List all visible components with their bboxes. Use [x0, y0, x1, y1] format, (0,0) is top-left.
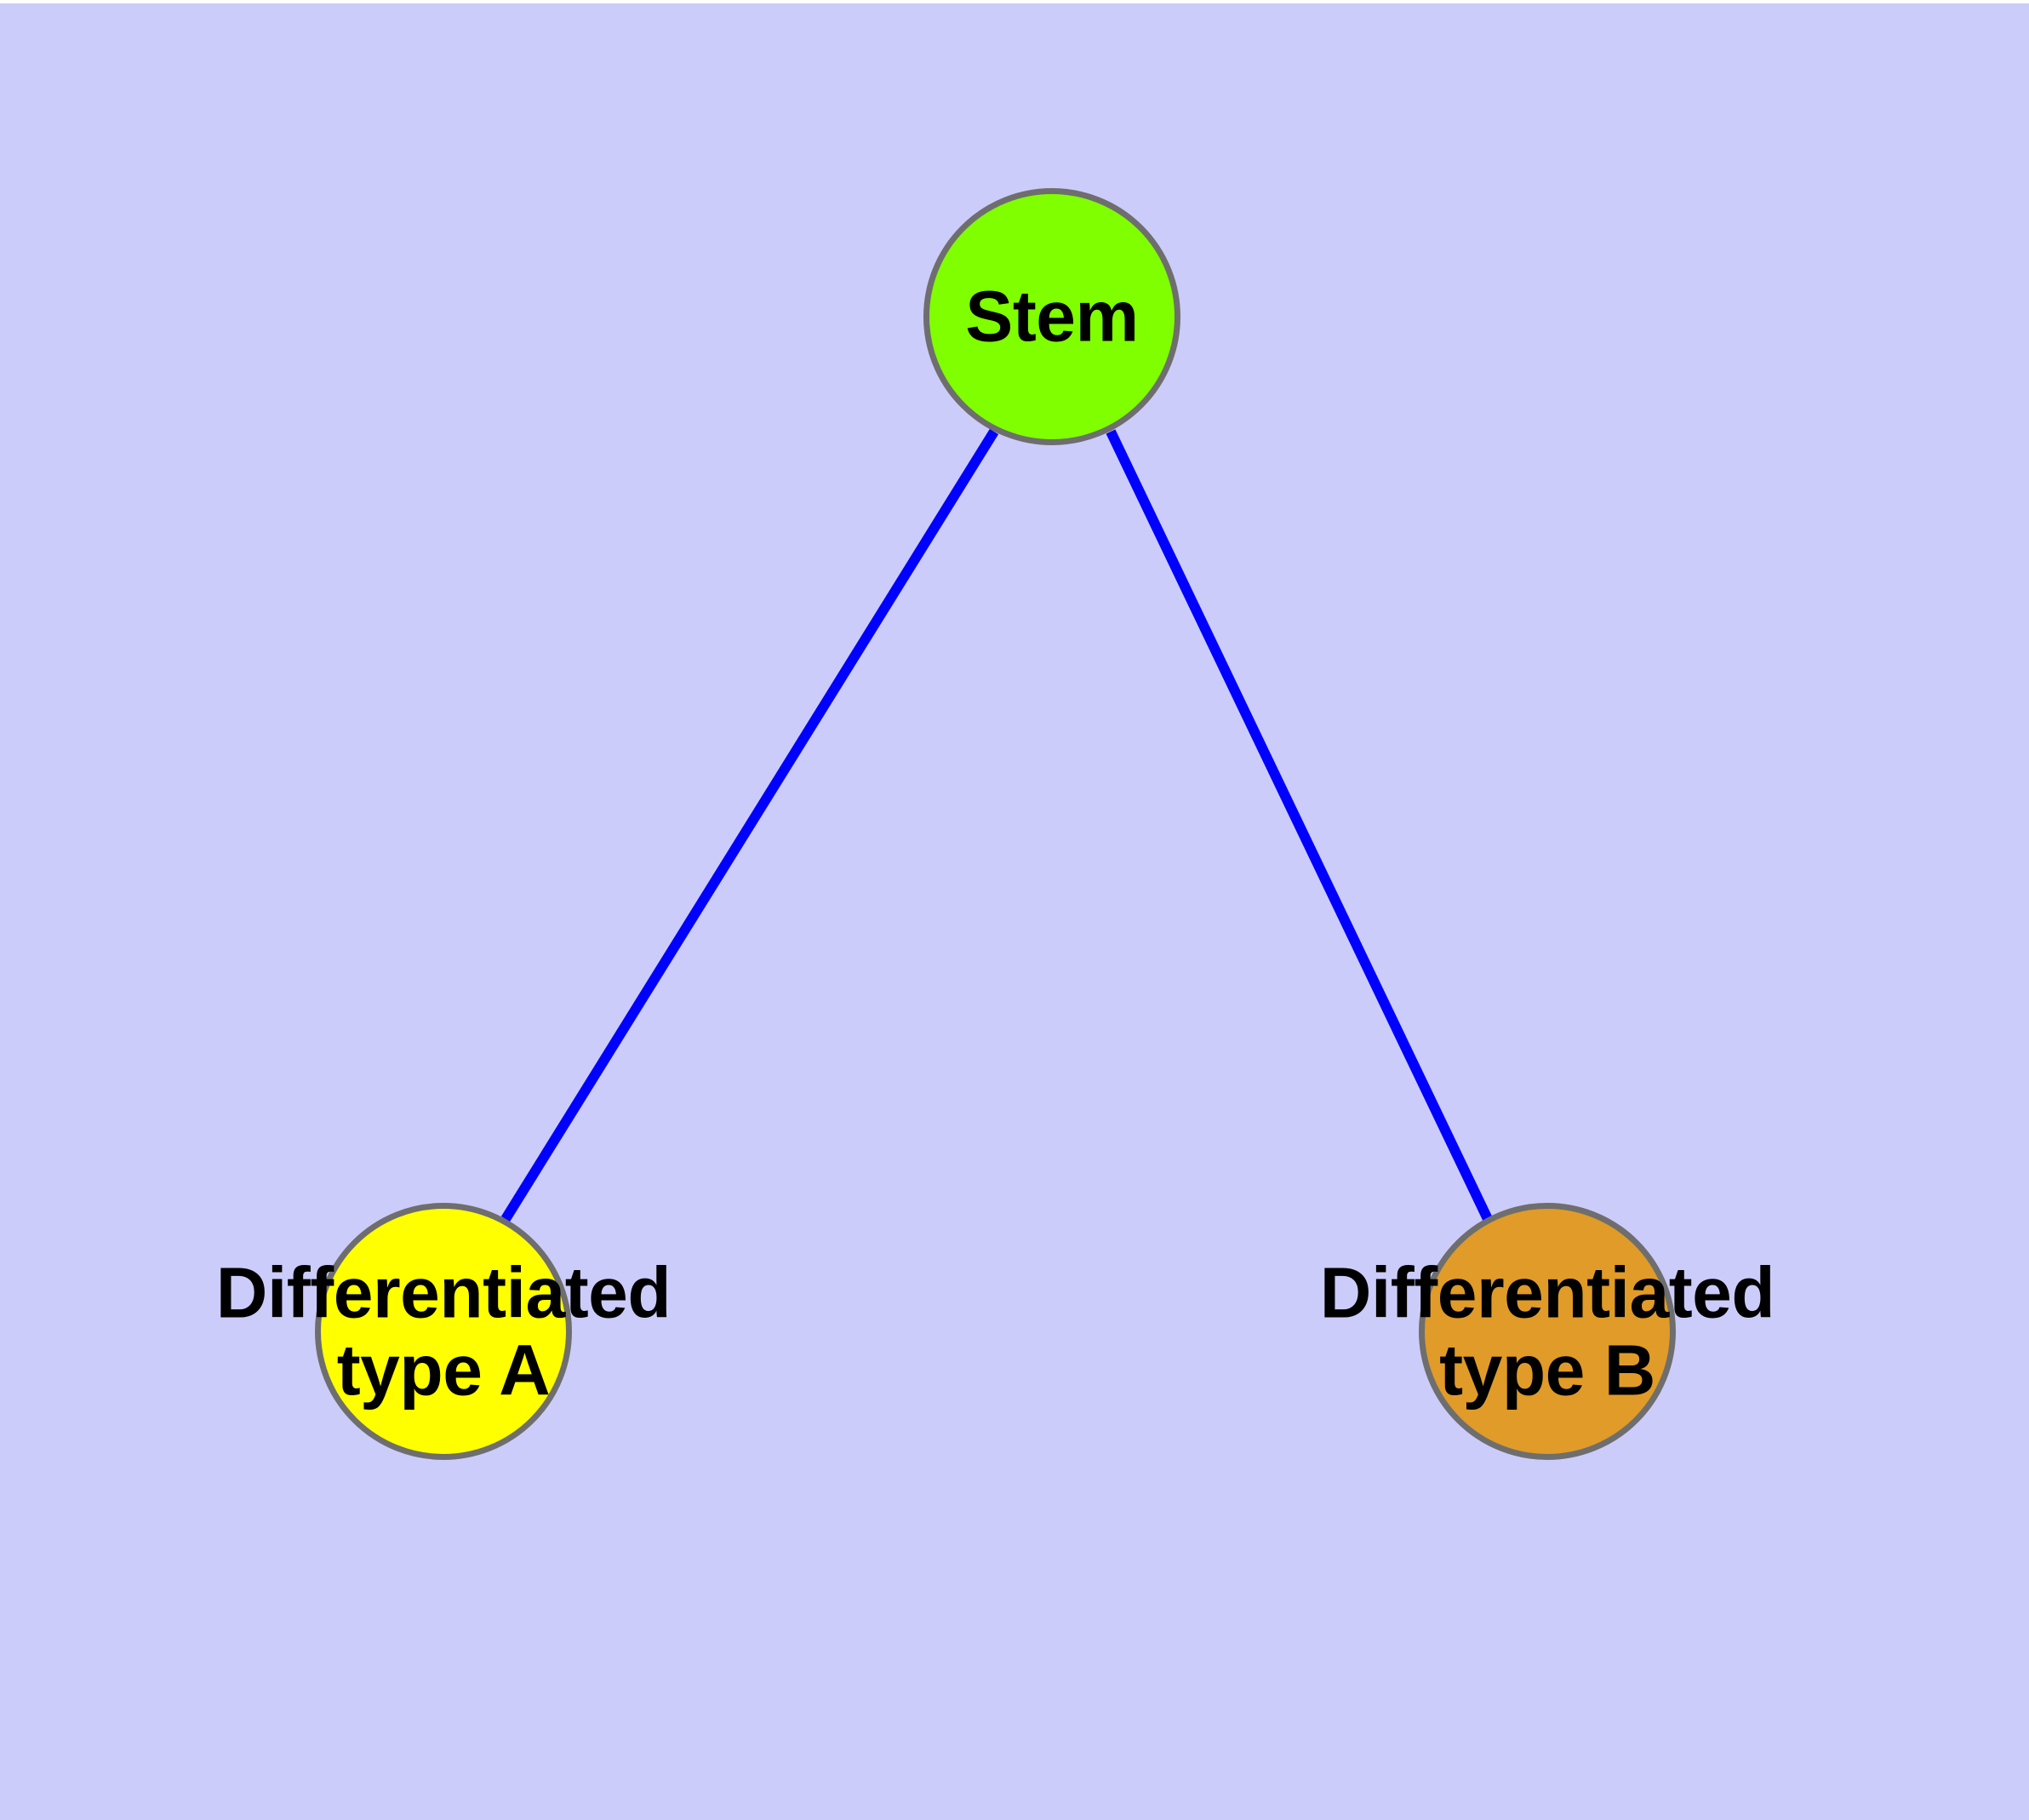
edge-layer: [500, 428, 1493, 1222]
node-stem[interactable]: Stem: [923, 188, 1180, 445]
edge-stem-to-diff-a[interactable]: [500, 428, 999, 1222]
node-differentiated-type-a[interactable]: Differentiated type A: [216, 1203, 672, 1460]
node-stem-label: Stem: [965, 276, 1139, 357]
node-differentiated-type-b[interactable]: Differentiated type B: [1320, 1203, 1775, 1460]
diagram-canvas: Stem Differentiated type A Differentiate…: [0, 3, 2029, 1820]
edge-stem-to-diff-b[interactable]: [1106, 429, 1493, 1222]
